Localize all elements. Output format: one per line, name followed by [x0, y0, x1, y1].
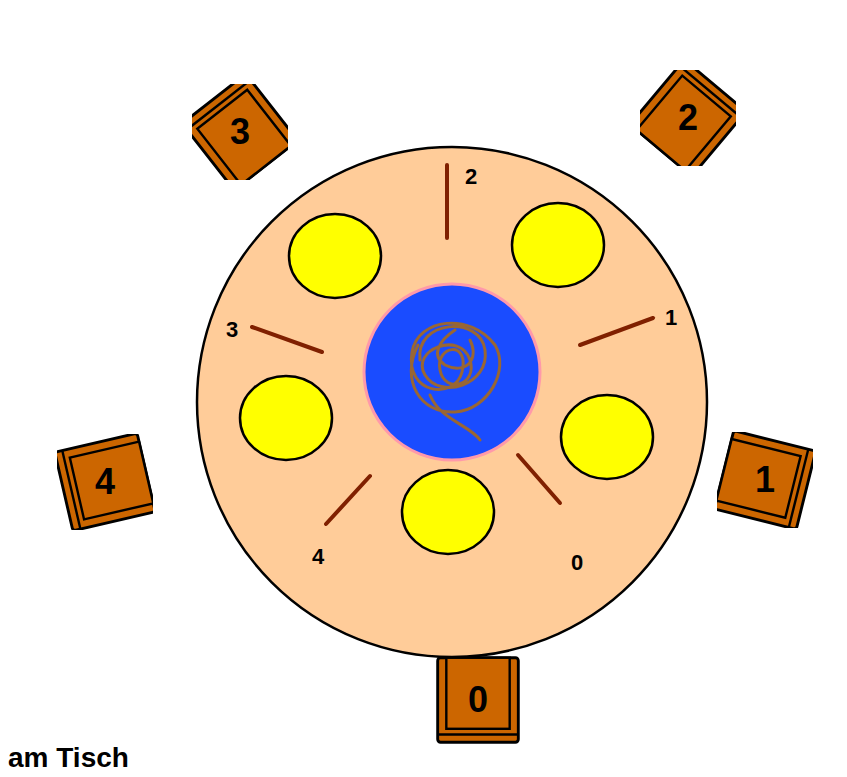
chopstick	[518, 455, 560, 503]
spaghetti	[411, 323, 500, 440]
chair: 3	[192, 84, 288, 180]
plate	[240, 376, 332, 460]
table	[197, 147, 707, 657]
chair-number: 1	[755, 462, 775, 498]
chopstick-number: 0	[571, 552, 583, 574]
chopstick	[580, 318, 653, 345]
chopstick-number: 4	[312, 546, 324, 568]
caption-text: am Tisch	[8, 744, 129, 772]
chair: 1	[717, 432, 813, 528]
chair-number: 2	[678, 100, 698, 136]
chair-number: 4	[95, 464, 115, 500]
plate	[289, 214, 381, 298]
chair: 2	[640, 70, 736, 166]
plate	[561, 395, 653, 479]
chopstick-number: 2	[465, 166, 477, 188]
chopstick	[445, 165, 449, 238]
plate	[512, 203, 604, 287]
chopstick	[252, 327, 322, 352]
plate	[402, 470, 494, 554]
chopstick-number: 1	[665, 307, 677, 329]
chair-number: 3	[230, 114, 250, 150]
chair: 4	[57, 434, 153, 530]
chopstick	[326, 476, 370, 524]
chair-number: 0	[468, 682, 488, 718]
bowl	[364, 284, 540, 460]
chopstick-number: 3	[226, 319, 238, 341]
chair: 0	[430, 652, 526, 748]
